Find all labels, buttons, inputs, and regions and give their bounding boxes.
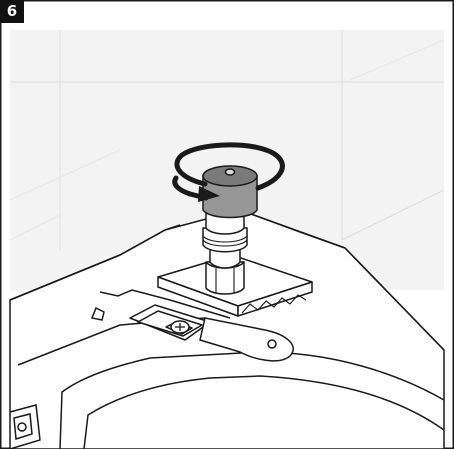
step-number-badge: 6	[0, 0, 24, 23]
phillips-screw-icon	[170, 320, 190, 334]
screw-plate	[129, 304, 211, 341]
tap-fitting	[202, 211, 248, 295]
mounting-bracket	[199, 317, 294, 362]
tap-knob	[202, 165, 258, 219]
rotate-clockwise-arrow-icon	[172, 142, 285, 202]
